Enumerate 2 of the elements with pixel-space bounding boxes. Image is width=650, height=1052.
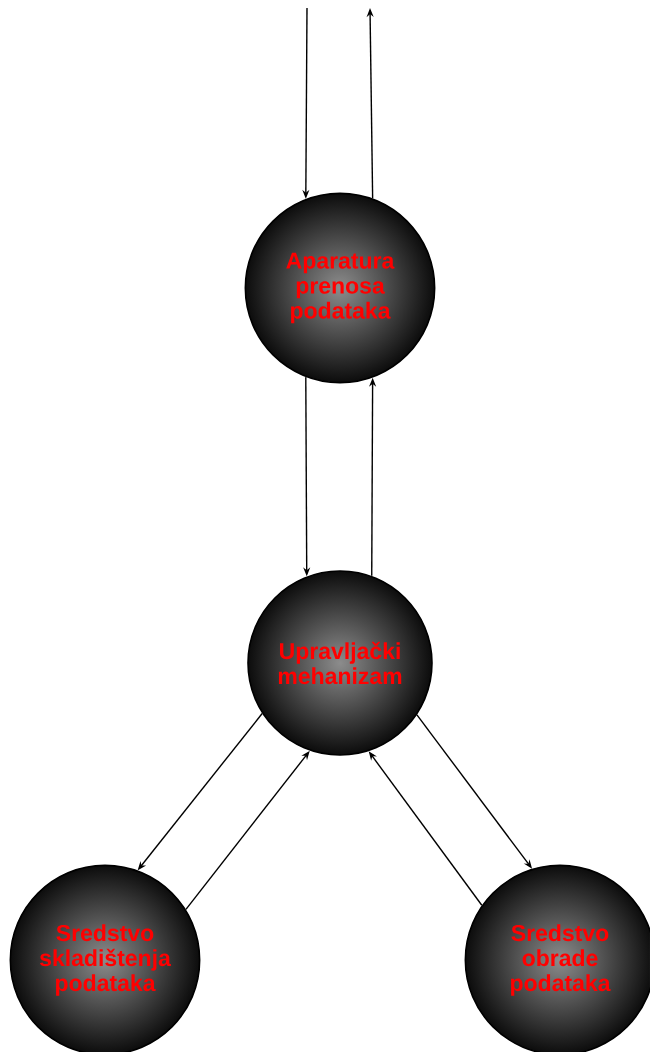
- circle-node: Aparatura prenosa podataka: [244, 192, 436, 384]
- circle-node: Upravljački mehanizam: [247, 570, 433, 756]
